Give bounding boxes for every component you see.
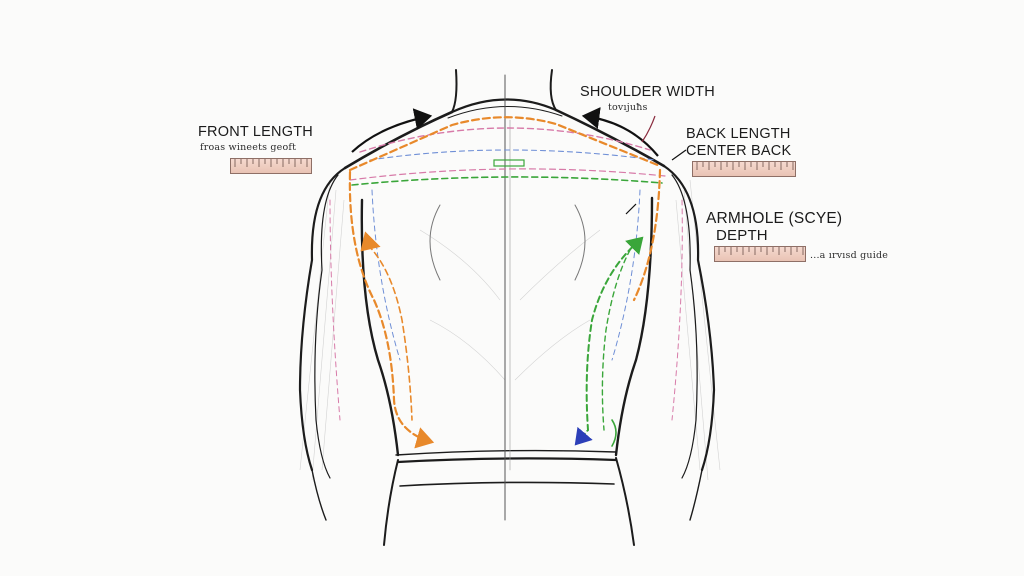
shoulder-right-arrow: [581, 107, 659, 157]
front-length-label: FRONT LENGTH: [198, 124, 313, 140]
shoulder-pointer: [641, 115, 656, 143]
armhole-label-line1: ARMHOLE (SCYE): [706, 210, 843, 227]
back-length-ruler: [692, 161, 796, 177]
armhole-pointer: [625, 203, 637, 215]
center-back-label: CENTER BACK: [686, 143, 792, 159]
shoulder-left-arrow: [351, 108, 433, 153]
back-length-pointer: [671, 149, 687, 161]
back-length-ruler-ticks: [696, 162, 794, 170]
armhole-ruler: [714, 246, 806, 262]
body-outline: [298, 69, 716, 546]
front-length-sublabel: froas wineets geoft: [200, 142, 297, 153]
front-length-ruler-ticks: [234, 159, 308, 167]
armhole-sublabel: ...a ırvısd guide: [810, 250, 889, 261]
back-length-label: BACK LENGTH: [686, 126, 791, 142]
shoulder-width-sublabel: tovıjuħs: [608, 102, 648, 113]
guide-lines: [329, 116, 683, 449]
armhole-label-line2: DEPTH: [716, 227, 768, 244]
shoulder-width-label: SHOULDER WIDTH: [580, 84, 715, 100]
armhole-ruler-ticks: [718, 247, 804, 255]
front-length-ruler: [230, 158, 312, 174]
